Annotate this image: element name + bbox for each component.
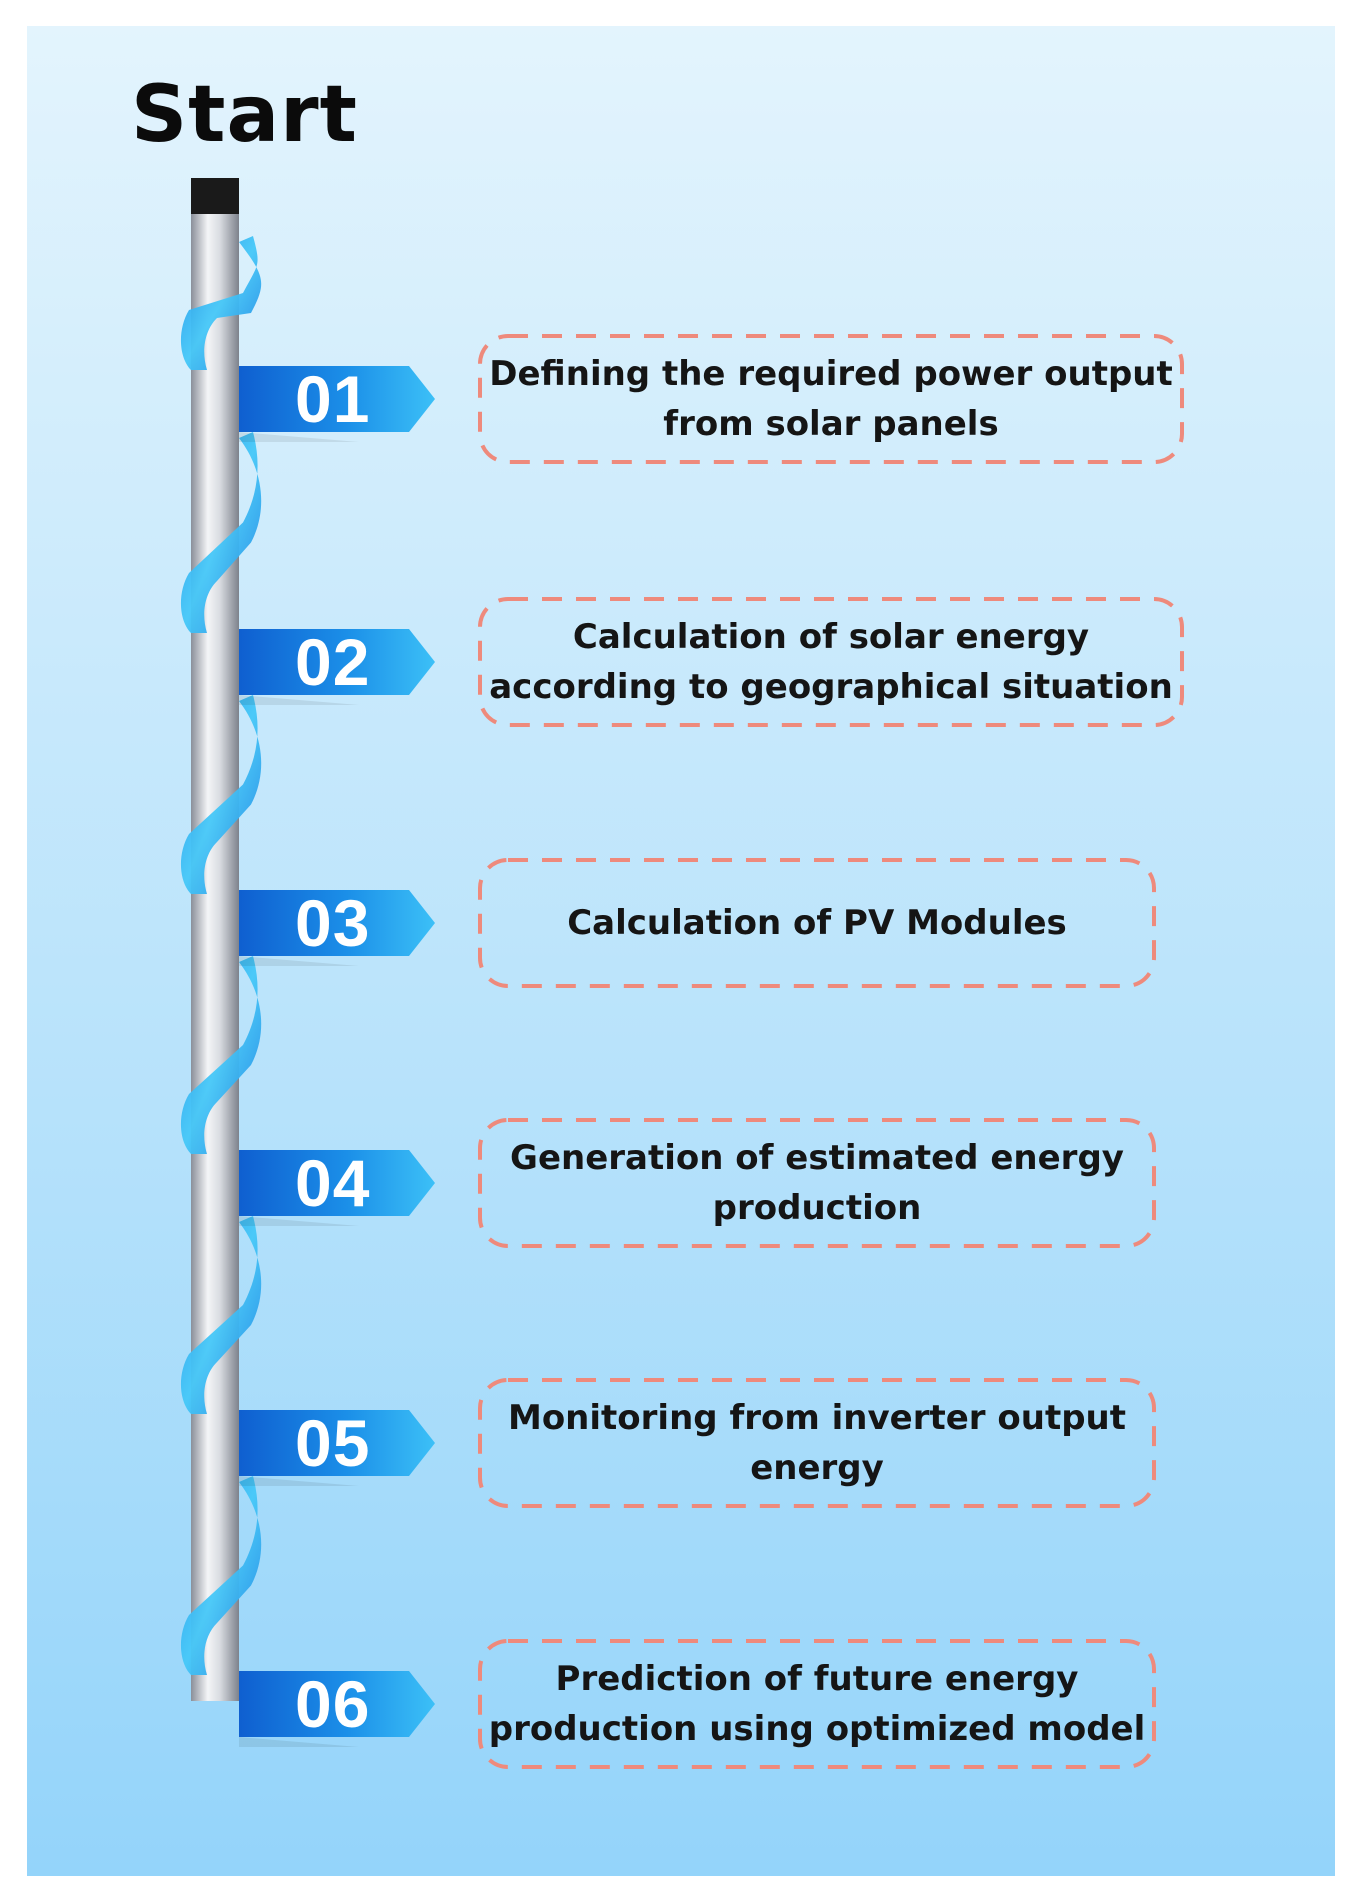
dashed-outline xyxy=(478,858,1156,988)
step-box-01: Defining the required power output from … xyxy=(477,333,1185,465)
start-title: Start xyxy=(131,70,358,160)
step-text-01: Defining the required power output from … xyxy=(489,354,1173,444)
ribbon-segment xyxy=(180,432,262,633)
tab-shadow xyxy=(239,1476,359,1486)
step-text-03: Calculation of PV Modules xyxy=(567,903,1067,943)
dashed-outline xyxy=(478,1378,1156,1508)
pole-shaft xyxy=(191,214,239,1701)
tab-shadow xyxy=(239,1216,359,1226)
step-number-06: 06 xyxy=(295,1667,371,1741)
tab-shadow xyxy=(239,956,359,966)
step-box-border xyxy=(478,1378,1156,1508)
step-box-border xyxy=(478,1639,1156,1769)
step-box-04: Generation of estimated energy productio… xyxy=(477,1117,1157,1249)
step-box-border xyxy=(478,597,1184,727)
step-number-03: 03 xyxy=(295,886,371,960)
step-tab-arrow xyxy=(239,1410,435,1476)
tab-shadow xyxy=(239,695,359,705)
tab-shadow xyxy=(239,432,359,442)
step-number-02: 02 xyxy=(295,625,371,699)
step-number-05: 05 xyxy=(295,1406,371,1480)
dashed-outline xyxy=(478,1118,1156,1248)
step-tab-arrow xyxy=(239,366,435,432)
step-tab-arrow xyxy=(239,629,435,695)
step-text-06: Prediction of future energy production u… xyxy=(488,1659,1146,1749)
step-tab-arrow xyxy=(239,1150,435,1216)
ribbon-segment xyxy=(180,956,262,1154)
dashed-outline xyxy=(478,1639,1156,1769)
step-box-border xyxy=(478,858,1156,988)
ribbon-segment xyxy=(180,1216,262,1414)
dashed-outline xyxy=(478,334,1184,464)
step-text-05: Monitoring from inverter output energy xyxy=(507,1398,1127,1488)
spiral-pole xyxy=(180,178,435,1747)
ribbon-segment xyxy=(180,1476,262,1675)
step-box-03: Calculation of PV Modules xyxy=(477,857,1157,989)
step-tab-arrow xyxy=(239,890,435,956)
tab-shadow xyxy=(239,1737,359,1747)
ribbon-segment xyxy=(180,236,262,370)
step-box-05: Monitoring from inverter output energy xyxy=(477,1377,1157,1509)
step-number-04: 04 xyxy=(295,1146,371,1220)
step-tab-arrow xyxy=(239,1671,435,1737)
step-box-06: Prediction of future energy production u… xyxy=(477,1638,1157,1770)
step-text-04: Generation of estimated energy productio… xyxy=(510,1138,1124,1228)
ribbon-segment xyxy=(180,695,262,894)
step-box-border xyxy=(478,334,1184,464)
step-text-02: Calculation of solar energy according to… xyxy=(489,617,1173,707)
step-number-01: 01 xyxy=(295,362,371,436)
step-box-border xyxy=(478,1118,1156,1248)
step-box-02: Calculation of solar energy according to… xyxy=(477,596,1185,728)
diagram-canvas: Start 01 Defining the required power outp… xyxy=(27,26,1335,1876)
dashed-outline xyxy=(478,597,1184,727)
